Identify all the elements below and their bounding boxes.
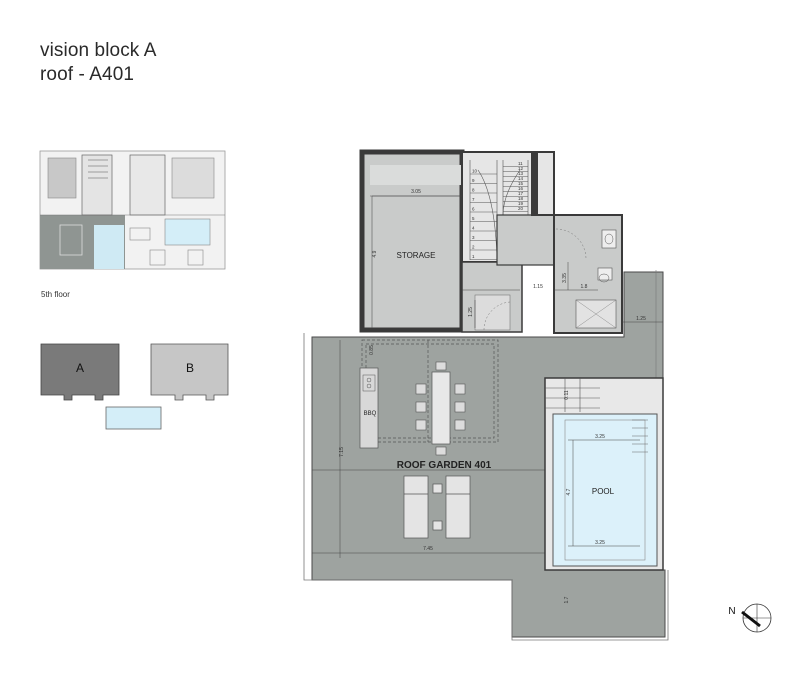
stair-step-number: 10: [472, 169, 478, 174]
dim-terrace-side: 1.25: [636, 316, 646, 322]
stair-step-number: 8: [472, 188, 475, 193]
dining-chairs: [415, 361, 466, 456]
key-plan-caption: 5th floor: [41, 290, 70, 299]
block-a-label: A: [76, 361, 84, 375]
dim-lower-deck: 1.7: [564, 596, 570, 603]
stair-step-number: 20: [518, 206, 524, 211]
dim-garden-height: 7.15: [339, 447, 345, 457]
dim-pool-width-top: 3.25: [595, 434, 605, 440]
stair-step-number: 1: [472, 254, 475, 259]
dim-corridor-height: 1.25: [468, 307, 474, 317]
stair-step-number: 19: [518, 201, 524, 206]
dim-garden-width: 7.45: [423, 546, 433, 552]
north-compass: N: [728, 603, 772, 633]
roof-garden-label: ROOF GARDEN 401: [397, 460, 492, 471]
pool-block-swatch: [105, 406, 162, 430]
stair-step-number: 16: [518, 186, 524, 191]
stair-step-number: 7: [472, 197, 475, 202]
stair-step-number: 14: [518, 176, 524, 181]
dim-pool-length: 4.7: [566, 488, 572, 495]
block-a-button[interactable]: A: [40, 343, 120, 401]
stair-step-number: 4: [472, 226, 475, 231]
storage-label: STORAGE: [397, 251, 436, 260]
stair-step-number: 15: [518, 181, 524, 186]
dim-bath-width: 1.8: [581, 284, 588, 290]
key-plan: [39, 150, 226, 270]
pool-label: POOL: [592, 487, 615, 496]
stair-step-number: 12: [518, 166, 524, 171]
stair-step-number: 6: [472, 207, 475, 212]
dim-pool-width-bottom: 3.25: [595, 540, 605, 546]
block-b-label: B: [186, 361, 194, 375]
dim-storage-width: 3.05: [411, 189, 421, 195]
compass-label: N: [728, 606, 735, 617]
title-line-2: roof - A401: [40, 64, 135, 85]
title-line-1: vision block A: [40, 40, 157, 61]
pool-steps: [545, 378, 600, 412]
stair-step-number: 11: [518, 161, 523, 166]
stair-step-number: 5: [472, 216, 475, 221]
pool: [552, 413, 658, 567]
stair-step-number: 9: [472, 178, 475, 183]
stair-step-number: 2: [472, 245, 475, 250]
stair-step-number: 18: [518, 196, 524, 201]
block-b-button[interactable]: B: [150, 343, 229, 401]
stair-step-number: 13: [518, 171, 524, 176]
dining-table: [431, 371, 451, 445]
dim-hall-width: 1.15: [533, 284, 543, 290]
dim-garden-small: 0.85: [369, 345, 375, 355]
stair-step-number: 3: [472, 235, 475, 240]
dim-bath-height: 3.35: [562, 273, 568, 283]
bbq-counter: [359, 367, 379, 449]
sun-loungers: [403, 475, 471, 539]
dim-stair-small: 0.11: [564, 390, 570, 400]
bbq-label: BBQ: [364, 411, 377, 417]
stair-step-number: 17: [518, 191, 524, 196]
dim-storage-height: 4.9: [372, 250, 378, 257]
